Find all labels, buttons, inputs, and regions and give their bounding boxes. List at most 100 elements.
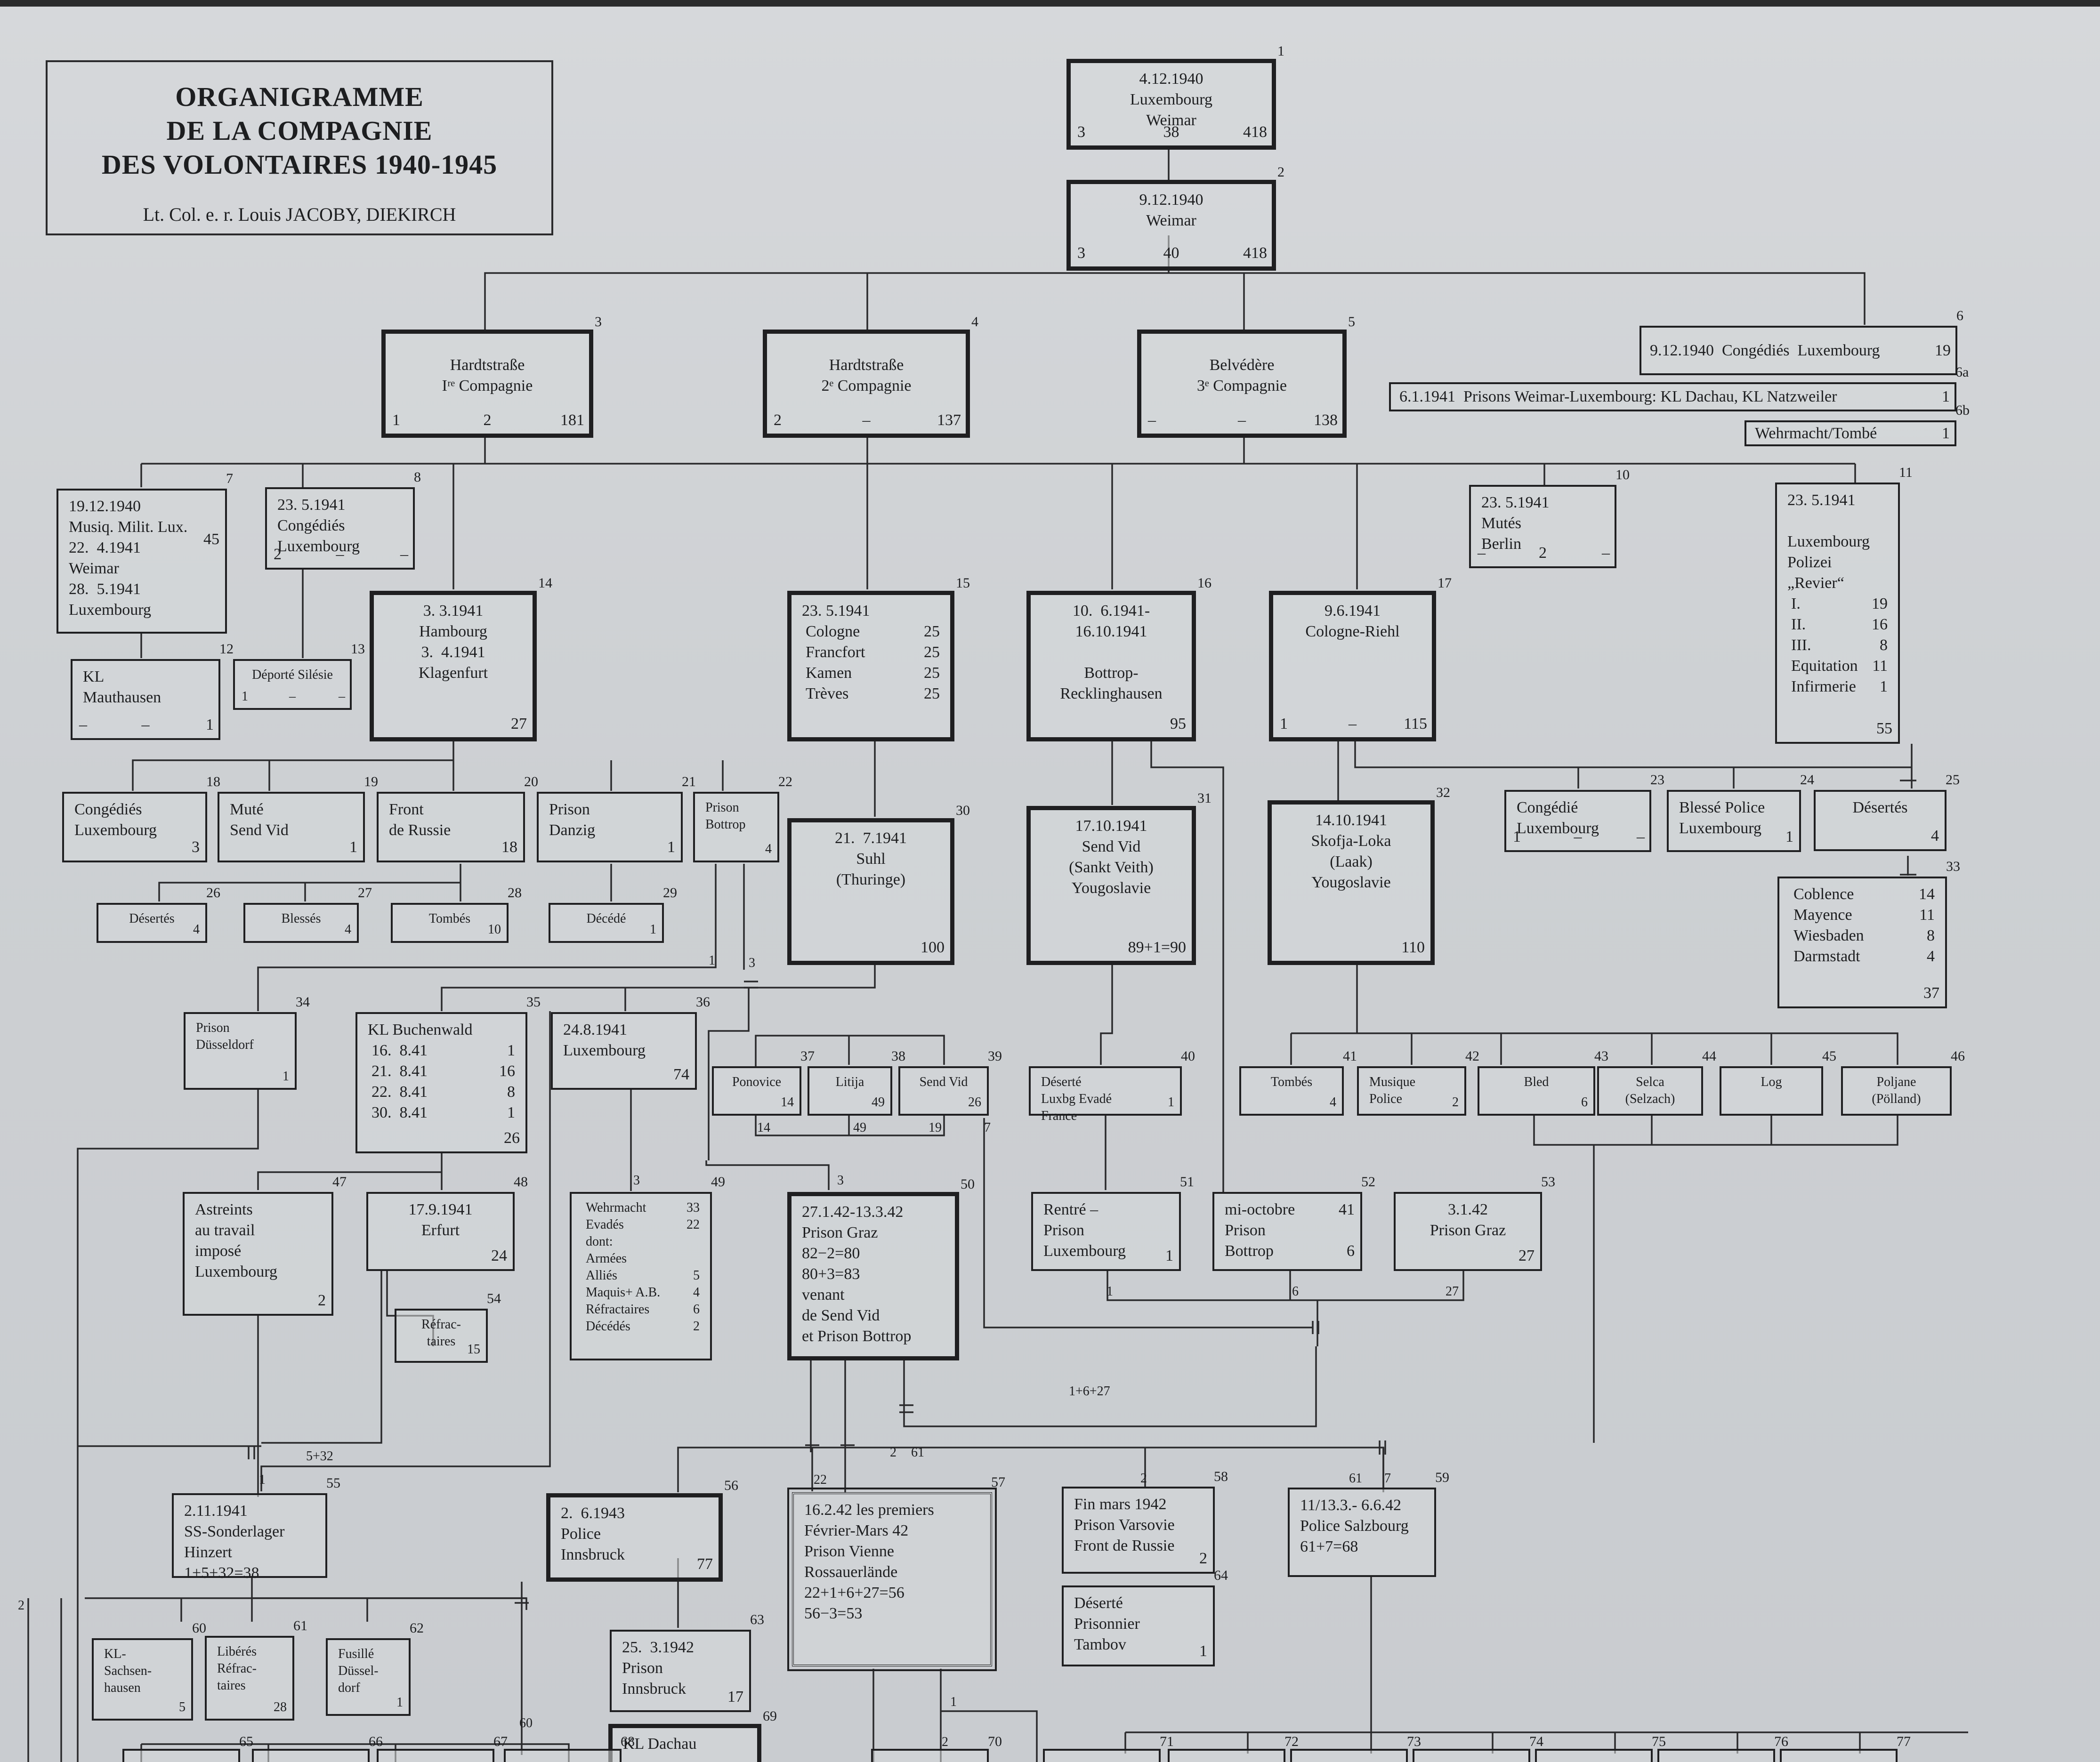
node-line: Bled: [1524, 1075, 1549, 1089]
node-row-value: 22: [687, 1217, 700, 1232]
node-line: Erfurt: [421, 1222, 460, 1239]
node-line: Luxembourg: [1043, 1242, 1126, 1260]
title-author: Lt. Col. e. r. Louis JACOBY, DIEKIRCH: [143, 204, 456, 225]
node-number: 48: [514, 1174, 528, 1190]
node-line: Bottrop: [1225, 1242, 1274, 1260]
node-row-value: 6: [693, 1302, 700, 1317]
node-line: (Laak): [1330, 853, 1373, 870]
node-number: 56: [724, 1478, 738, 1493]
node-row-value: 5: [693, 1268, 700, 1283]
chart-node-67: 67: [377, 1735, 508, 1762]
node-line: au travail: [195, 1222, 255, 1239]
line-label: 7: [984, 1120, 991, 1135]
node-foot-mid: 40: [1163, 244, 1179, 262]
node-row-value: 16: [499, 1062, 515, 1080]
node-line: Belvédère: [1209, 356, 1275, 374]
node-number: 53: [1541, 1174, 1555, 1190]
node-line: 10. 6.1941-: [1072, 602, 1150, 620]
node-line: Rossauerlände: [804, 1563, 898, 1581]
node-line: Luxembourg: [1517, 820, 1599, 837]
node-row-value: 16: [1872, 616, 1888, 633]
node-line: Déporté Silésie: [252, 668, 333, 682]
node-line: Luxembourg: [74, 821, 157, 839]
node-foot-mid: 2: [1539, 544, 1547, 562]
node-line: Skofja-Loka: [1311, 832, 1391, 850]
node-value: 10: [488, 922, 501, 937]
node-number: 14: [538, 575, 552, 591]
node-number: 61: [293, 1618, 307, 1633]
node-value: 100: [921, 939, 945, 956]
node-foot-mid: –: [862, 411, 871, 429]
node-line: taires: [427, 1334, 456, 1349]
node-line: dorf: [338, 1681, 360, 1695]
node-number: 24: [1800, 772, 1814, 788]
node-line: 9.12.1940: [1139, 191, 1203, 209]
node-number: 7: [226, 471, 233, 486]
node-number: 32: [1436, 785, 1450, 800]
node-line: Fin mars 1942: [1074, 1496, 1167, 1513]
node-line: Yougoslavie: [1071, 879, 1151, 897]
node-row-label: Wehrmacht: [586, 1200, 646, 1215]
node-value: 2: [1199, 1550, 1207, 1567]
node-line: Réfrac-: [421, 1317, 461, 1332]
node-number: 36: [696, 994, 710, 1010]
node-line: Luxbg Evadé: [1041, 1092, 1112, 1106]
node-value: 77: [697, 1555, 713, 1573]
node-value: 37: [1923, 984, 1939, 1002]
node-row-label: Wiesbaden: [1793, 927, 1864, 944]
node-number: 74: [1529, 1734, 1543, 1749]
node-number: 59: [1435, 1470, 1449, 1485]
node-value: 2: [318, 1292, 326, 1309]
node-number: 21: [682, 774, 696, 789]
node-line: 3. 3.1941: [423, 602, 484, 620]
node-number: 73: [1407, 1734, 1421, 1749]
node-line: Police: [1369, 1092, 1402, 1106]
node-line: 80+3=83: [802, 1265, 860, 1283]
node-row-value: 1: [507, 1042, 515, 1059]
title-line-2: DE LA COMPAGNIE: [166, 115, 433, 146]
node-number: 8: [414, 469, 421, 485]
node-line: 56−3=53: [804, 1605, 863, 1622]
node-foot-left: 3: [1077, 244, 1085, 262]
node-number: 13: [351, 641, 365, 657]
node-row-value: 11: [1919, 906, 1935, 924]
node-line: Tombés: [428, 911, 471, 926]
node-row-label: Armées: [586, 1251, 627, 1266]
line-label: 6: [1292, 1284, 1299, 1299]
node-number: 44: [1702, 1048, 1716, 1064]
node-line: taires: [217, 1678, 246, 1693]
node-number: 37: [800, 1048, 815, 1064]
node-value: 17: [727, 1688, 743, 1706]
node-row-label: Darmstadt: [1793, 948, 1860, 965]
node-number: 60: [192, 1620, 206, 1636]
node-foot-mid: –: [1349, 715, 1357, 732]
node-number: 22: [778, 774, 792, 789]
node-row-label: Mayence: [1793, 906, 1852, 924]
node-row-value: 4: [693, 1285, 700, 1300]
node-line: Police Salzbourg: [1300, 1517, 1409, 1535]
node-row-label: Cologne: [806, 623, 860, 640]
node-value: 27: [511, 715, 527, 732]
node-number: 35: [526, 994, 541, 1010]
node-number: 76: [1774, 1734, 1788, 1749]
node-line: 61+7=68: [1300, 1538, 1358, 1555]
node-value: 1: [283, 1069, 289, 1084]
node-line: Luxembourg: [1130, 91, 1212, 108]
node-value: 28: [274, 1700, 287, 1714]
